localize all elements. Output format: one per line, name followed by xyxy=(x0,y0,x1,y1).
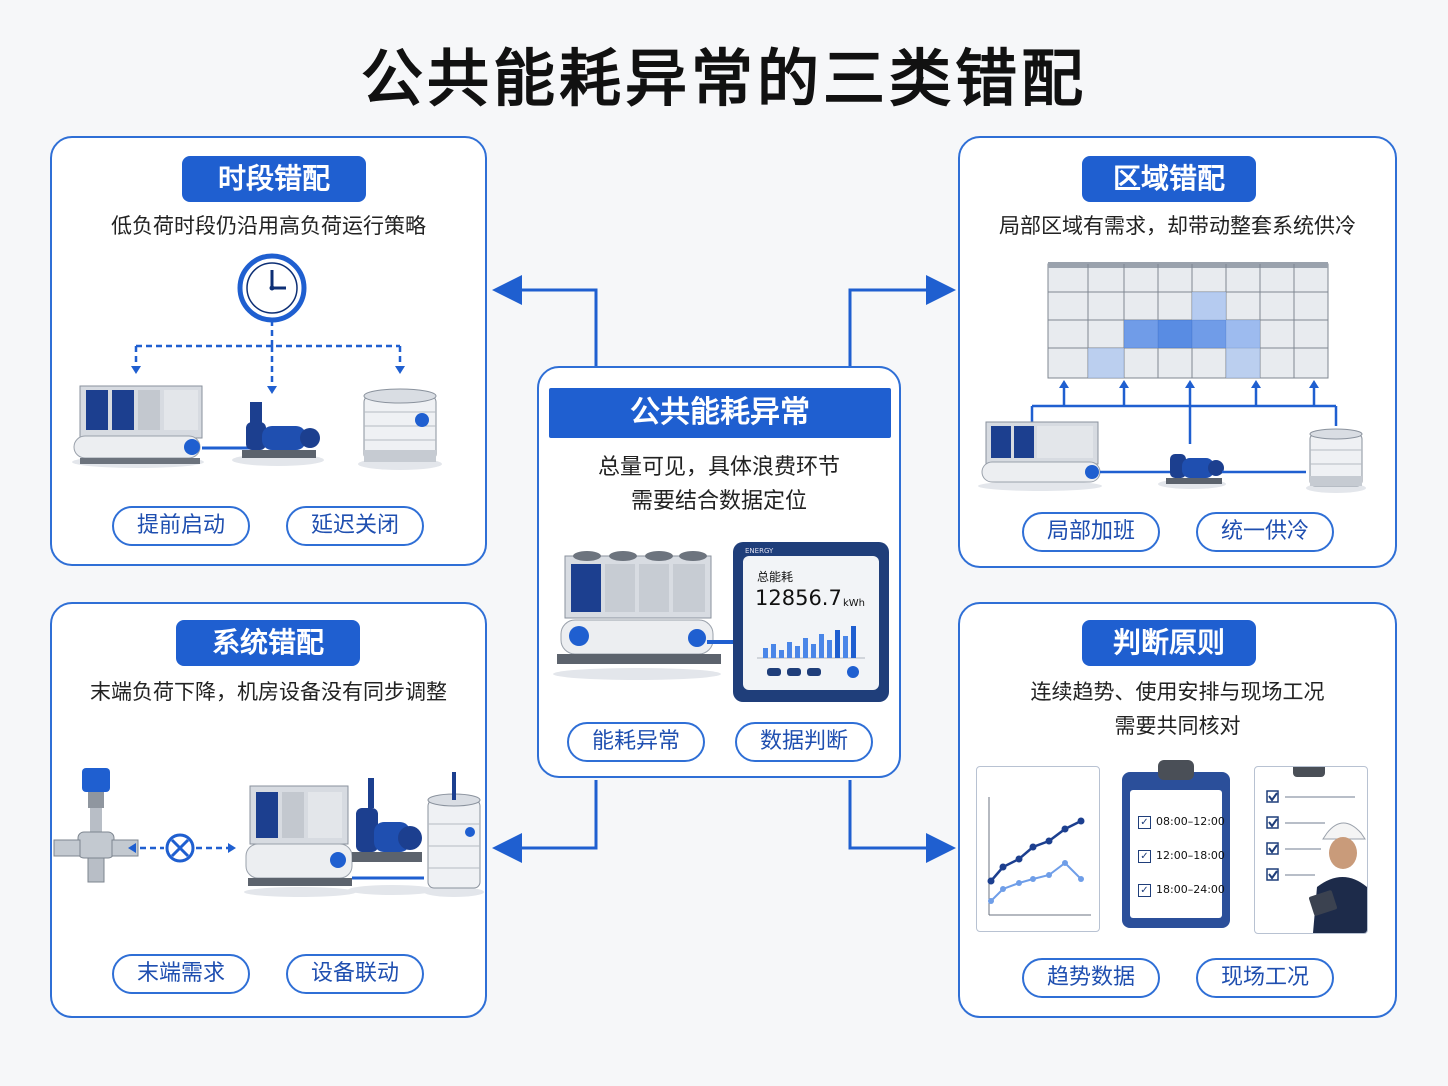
pill-local-overtime[interactable]: 局部加班 xyxy=(1022,512,1160,552)
principle-panel: 判断原则 连续趋势、使用安排与现场工况 需要共同核对 ✓ 08:00–12:00… xyxy=(958,602,1397,1018)
pill-early-start[interactable]: 提前启动 xyxy=(112,506,250,546)
valve-actuator-icon xyxy=(53,768,139,883)
system-mismatch-badge: 系统错配 xyxy=(176,620,360,666)
pump-icon xyxy=(348,778,436,895)
center-desc-line2: 需要结合数据定位 xyxy=(630,489,807,514)
time-equipment-illustration xyxy=(72,253,442,470)
principle-desc-line2: 需要共同核对 xyxy=(1114,714,1241,738)
page-title: 公共能耗异常的三类错配 xyxy=(360,42,1087,115)
pump-icon xyxy=(1158,454,1226,489)
time-mismatch-panel: 时段错配 低负荷时段仍沿用高负荷运行策略 xyxy=(50,136,487,566)
trend-chart-icon xyxy=(987,797,1091,916)
chiller-unit-icon xyxy=(553,551,735,680)
arrow-to-area-mismatch xyxy=(848,275,956,366)
time-mismatch-badge: 时段错配 xyxy=(182,156,366,202)
area-mismatch-panel: 区域错配 局部区域有需求，却带动整套系统供冷 xyxy=(958,136,1397,568)
meter-unit: kWh xyxy=(843,598,866,609)
meter-value: 12856.7 xyxy=(755,586,842,610)
arrow-to-principle xyxy=(848,780,956,863)
building-system-illustration xyxy=(978,262,1366,493)
area-mismatch-desc: 局部区域有需求，却带动整套系统供冷 xyxy=(999,214,1356,238)
cooling-tower-icon xyxy=(1306,428,1366,493)
principle-desc-line1: 连续趋势、使用安排与现场工况 xyxy=(1030,680,1325,704)
system-equipment-illustration xyxy=(53,768,484,897)
pill-terminal-demand[interactable]: 末端需求 xyxy=(112,954,250,994)
checkbox-icon: ✓ xyxy=(1138,816,1151,829)
pill-site-conditions[interactable]: 现场工况 xyxy=(1196,958,1334,998)
center-badge: 公共能耗异常 xyxy=(549,388,891,438)
system-mismatch-panel: 系统错配 末端负荷下降，机房设备没有同步调整 xyxy=(50,602,487,1018)
arrow-to-time-mismatch xyxy=(492,275,598,366)
chiller-unit-icon xyxy=(72,385,204,468)
energy-meter: ENERGY 总能耗 12856.7 kWh xyxy=(733,542,889,702)
pill-unified-cooling[interactable]: 统一供冷 xyxy=(1196,512,1334,552)
clipboard-clip xyxy=(1158,760,1194,780)
area-mismatch-badge: 区域错配 xyxy=(1082,156,1256,202)
pill-late-shutdown[interactable]: 延迟关闭 xyxy=(286,506,424,546)
meter-bar-chart xyxy=(757,626,865,678)
time-mismatch-desc: 低负荷时段仍沿用高负荷运行策略 xyxy=(111,214,426,238)
center-desc-line1: 总量可见，具体浪费环节 xyxy=(597,455,840,480)
clock-icon xyxy=(237,253,307,323)
meter-screen: 总能耗 12856.7 kWh xyxy=(743,556,879,690)
center-panel: 公共能耗异常 总量可见，具体浪费环节 需要结合数据定位 ENERGY 总能耗 1… xyxy=(537,366,901,778)
pill-energy-anomaly[interactable]: 能耗异常 xyxy=(567,722,705,762)
arrow-to-system-mismatch xyxy=(492,780,598,863)
pump-icon xyxy=(232,402,324,466)
site-inspection-card xyxy=(1254,766,1368,934)
checkbox-icon: ✓ xyxy=(1138,850,1151,863)
schedule-clipboard: ✓ 08:00–12:00 ✓ 12:00–18:00 ✓ 18:00–24:0… xyxy=(1122,760,1230,928)
center-chiller-illustration xyxy=(553,551,735,680)
office-building-icon xyxy=(1047,262,1329,379)
trend-chart-card xyxy=(976,766,1100,932)
schedule-slot-2: 12:00–18:00 xyxy=(1156,849,1225,862)
principle-badge: 判断原则 xyxy=(1082,620,1256,666)
pill-data-judgment[interactable]: 数据判断 xyxy=(735,722,873,762)
inspector-icon xyxy=(1266,767,1367,933)
chiller-unit-icon xyxy=(978,421,1102,491)
schedule-slot-1: 08:00–12:00 xyxy=(1156,815,1225,828)
pill-trend-data[interactable]: 趋势数据 xyxy=(1022,958,1160,998)
meter-brand: ENERGY xyxy=(745,547,774,555)
cooling-tower-icon xyxy=(358,388,442,470)
cooling-tower-icon xyxy=(424,772,484,897)
pill-equipment-linkage[interactable]: 设备联动 xyxy=(286,954,424,994)
blocked-link-icon xyxy=(165,833,195,863)
schedule-slot-3: 18:00–24:00 xyxy=(1156,883,1225,896)
meter-label: 总能耗 xyxy=(757,570,794,584)
checkbox-icon: ✓ xyxy=(1138,884,1151,897)
system-mismatch-desc: 末端负荷下降，机房设备没有同步调整 xyxy=(90,680,447,704)
chiller-unit-icon xyxy=(244,785,356,897)
